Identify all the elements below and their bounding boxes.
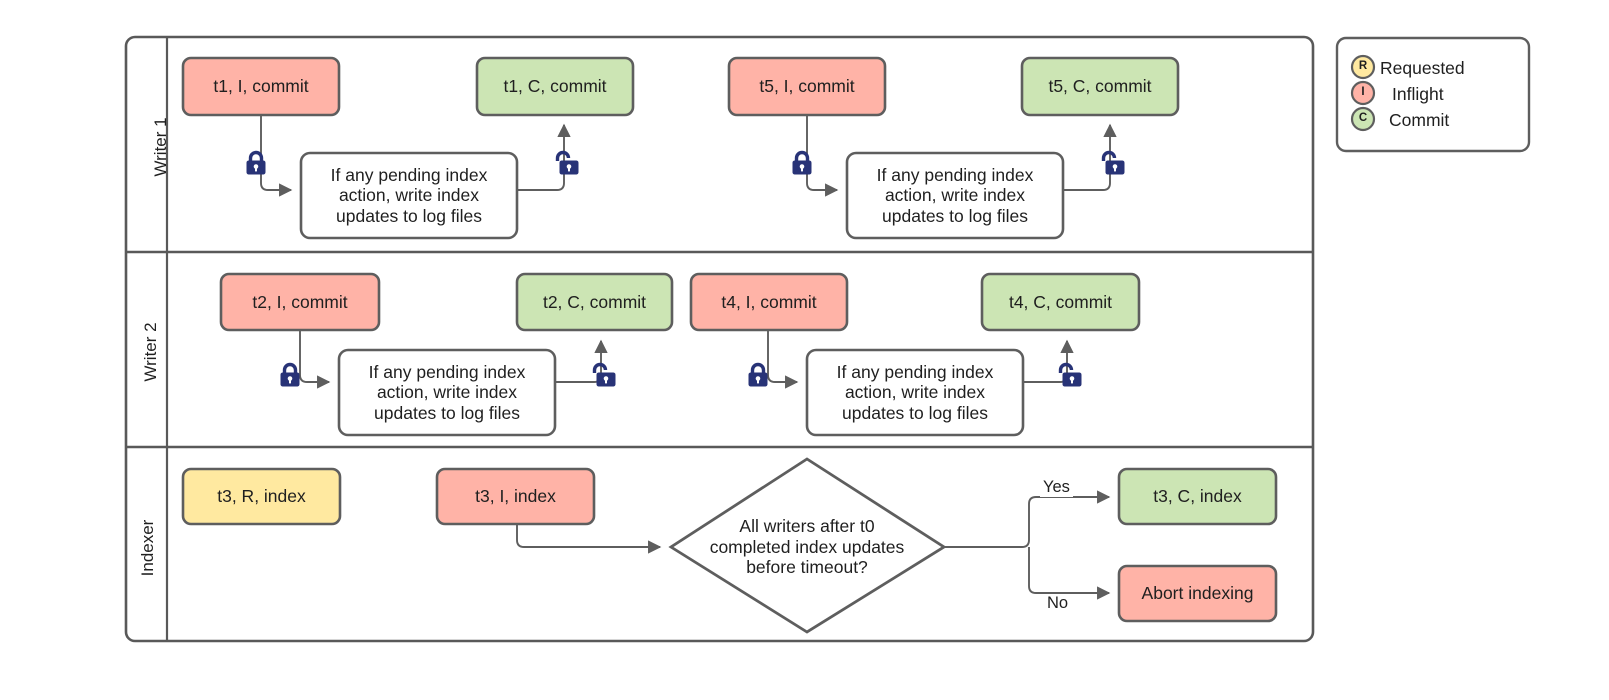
legend-label-requested: Requested <box>1380 58 1465 78</box>
edge-w1-t5i-to-proc-b <box>806 115 839 197</box>
w1-unlock-a-icon <box>555 150 579 175</box>
edge-decision-yes <box>944 490 1111 548</box>
w2-lock-b-closed-icon <box>748 362 768 387</box>
lane-indexer-shapes <box>181 457 1278 634</box>
lane-label-indexer: Indexer <box>138 519 157 577</box>
node-w2-process-b[interactable] <box>805 348 1025 437</box>
edge-w2-t4i-to-proc-b <box>767 330 799 389</box>
legend-panel <box>1335 36 1531 153</box>
edge-w2-t2i-to-proc-a <box>299 330 331 389</box>
node-w2-t2-commit[interactable] <box>515 272 674 332</box>
edge-ix-t3i-to-decision <box>516 524 662 554</box>
legend-label-inflight: Inflight <box>1392 84 1444 104</box>
node-w1-t5-commit[interactable] <box>1020 56 1180 117</box>
node-ix-t3-commit[interactable] <box>1117 467 1278 526</box>
edge-w1-proc-b-to-t5c <box>1063 123 1117 191</box>
legend-badge-commit <box>1350 106 1376 132</box>
legend-badge-inflight <box>1350 80 1376 106</box>
edge-w1-t1i-to-proc-a <box>260 115 293 197</box>
swimlane-frame <box>124 35 1315 643</box>
w2-unlock-a-icon <box>592 362 616 387</box>
lane-writer2-shapes <box>219 272 1141 437</box>
w1-unlock-b-icon <box>1101 150 1125 175</box>
node-w2-process-a[interactable] <box>337 348 557 437</box>
legend-glyph-commit: C <box>1358 112 1368 124</box>
lane-label-writer1: Writer 1 <box>151 117 170 177</box>
edge-decision-no <box>1028 547 1111 600</box>
legend-badge-requested <box>1350 54 1376 80</box>
edge-label-yes: Yes <box>1040 478 1073 497</box>
edge-w1-proc-a-to-t1c <box>517 123 571 191</box>
legend-glyph-requested: R <box>1358 60 1368 72</box>
node-w1-process-a[interactable] <box>299 151 519 240</box>
node-label-ix-decision: All writers after t0 completed index upd… <box>709 516 905 578</box>
edge-w2-proc-b-to-t4c <box>1023 339 1074 383</box>
node-w2-t4-inflight[interactable] <box>689 272 849 332</box>
node-label-w2-t2-inflight: t2, I, commit <box>252 291 348 312</box>
node-label-ix-t3-commit: t3, C, index <box>1153 486 1242 507</box>
lane-label-writer2: Writer 2 <box>141 322 160 382</box>
node-label-w2-process-b: If any pending index action, write index… <box>836 361 994 423</box>
node-w1-process-b[interactable] <box>845 151 1065 240</box>
node-label-w2-process-a: If any pending index action, write index… <box>368 361 526 423</box>
node-label-w1-t5-commit: t5, C, commit <box>1048 76 1152 97</box>
node-w1-t1-commit[interactable] <box>475 56 635 117</box>
node-label-ix-t3-requested: t3, R, index <box>217 486 306 507</box>
node-label-w1-process-a: If any pending index action, write index… <box>330 164 488 226</box>
legend-glyph-inflight: I <box>1361 86 1365 98</box>
w2-lock-a-closed-icon <box>280 362 300 387</box>
w1-lock-b-closed-icon <box>792 150 812 175</box>
lane-writer1-shapes <box>181 56 1180 240</box>
node-ix-t3-requested[interactable] <box>181 467 342 526</box>
node-label-w1-t5-inflight: t5, I, commit <box>759 76 855 97</box>
node-label-w2-t4-inflight: t4, I, commit <box>721 291 817 312</box>
node-label-ix-t3-inflight: t3, I, index <box>475 486 556 507</box>
node-ix-abort[interactable] <box>1117 564 1278 623</box>
node-label-w1-t1-inflight: t1, I, commit <box>213 76 309 97</box>
node-ix-t3-inflight[interactable] <box>435 467 596 526</box>
w1-lock-a-closed-icon <box>246 150 266 175</box>
legend-label-commit: Commit <box>1389 110 1450 130</box>
node-label-w1-t1-commit: t1, C, commit <box>503 76 607 97</box>
edge-label-no: No <box>1044 594 1072 613</box>
node-label-ix-abort: Abort indexing <box>1141 583 1254 604</box>
lock-icon-group <box>246 150 1125 387</box>
node-label-w1-process-b: If any pending index action, write index… <box>876 164 1034 226</box>
node-label-w2-t4-commit: t4, C, commit <box>1008 291 1113 312</box>
node-ix-decision[interactable] <box>668 457 947 634</box>
node-label-w2-t2-commit: t2, C, commit <box>542 291 647 312</box>
w2-unlock-b-icon <box>1058 362 1082 387</box>
edge-w2-proc-a-to-t2c <box>555 339 608 383</box>
node-w2-t4-commit[interactable] <box>980 272 1141 332</box>
